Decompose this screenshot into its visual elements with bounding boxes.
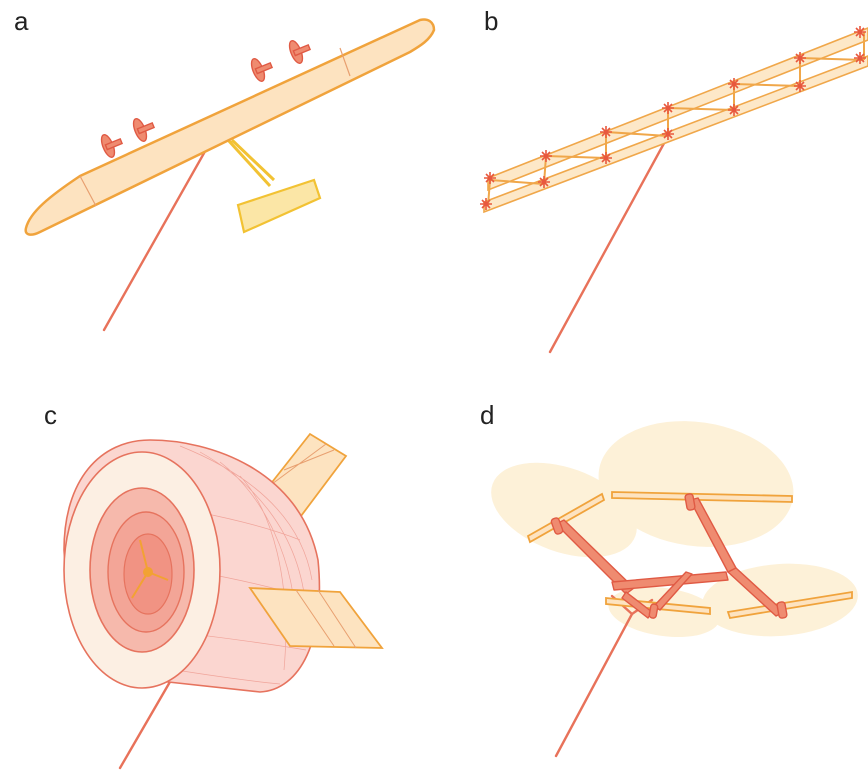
panel-a-tail — [228, 140, 320, 232]
panel-c: c — [44, 400, 382, 768]
panel-b: b — [480, 6, 868, 352]
panel-a: a — [14, 6, 434, 330]
panel-d-tether — [556, 614, 632, 756]
rotor-icon — [287, 36, 314, 65]
rotor-icon — [249, 54, 276, 83]
panel-b-tether — [550, 136, 668, 352]
panel-c-label: c — [44, 400, 57, 430]
panel-b-label: b — [484, 6, 498, 36]
panel-d-label: d — [480, 400, 494, 430]
panel-a-wing — [26, 19, 434, 234]
panel-d: d — [478, 400, 860, 756]
rotor-icon — [131, 114, 158, 143]
rotor-icon — [99, 130, 126, 159]
panel-a-label: a — [14, 6, 29, 36]
